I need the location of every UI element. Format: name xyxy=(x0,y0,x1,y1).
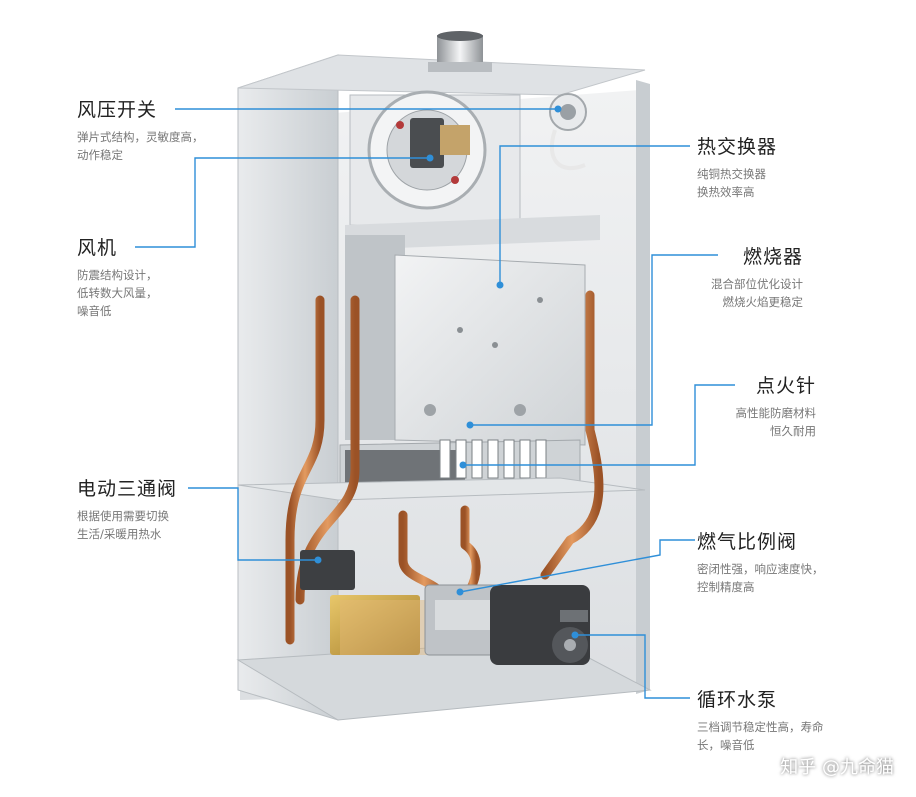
callout-igniter: 点火针 高性能防磨材料 恒久耐用 xyxy=(736,371,817,440)
callout-desc: 根据使用需要切换 生活/采暖用热水 xyxy=(77,509,169,541)
watermark: 知乎 @九命猫 xyxy=(780,757,894,778)
callout-desc: 防震结构设计， 低转数大风量， 噪音低 xyxy=(77,268,158,318)
callout-gas-valve: 燃气比例阀 密闭性强，响应速度快， 控制精度高 xyxy=(697,527,824,596)
callout-title: 点火针 xyxy=(755,375,816,397)
callout-title: 燃烧器 xyxy=(742,246,803,268)
callout-title: 燃气比例阀 xyxy=(697,531,798,553)
fan-housing-icon xyxy=(349,90,521,226)
callout-desc: 纯铜热交换器 换热效率高 xyxy=(697,167,766,199)
callout-burner: 燃烧器 混合部位优化设计 燃烧火焰更稳定 xyxy=(711,242,803,311)
leader-lines xyxy=(135,108,735,699)
callout-desc: 混合部位优化设计 燃烧火焰更稳定 xyxy=(711,277,803,309)
callout-title: 风机 xyxy=(77,237,118,259)
heat-exchanger-icon xyxy=(345,215,600,446)
callout-title: 电动三通阀 xyxy=(77,478,178,500)
callout-heat-exchanger: 热交换器 纯铜热交换器 换热效率高 xyxy=(697,132,777,201)
callout-desc: 弹片式结构，灵敏度高， 动作稳定 xyxy=(77,130,204,162)
callout-desc: 三档调节稳定性高，寿命 长，噪音低 xyxy=(697,720,824,752)
callout-desc: 密闭性强，响应速度快， 控制精度高 xyxy=(697,562,824,594)
flue-pipe-icon xyxy=(428,31,492,72)
callout-title: 风压开关 xyxy=(77,99,158,121)
callout-title: 循环水泵 xyxy=(697,689,778,711)
callout-fan: 风机 防震结构设计， 低转数大风量， 噪音低 xyxy=(77,233,158,320)
gas-valve-icon xyxy=(424,584,501,656)
callout-desc: 高性能防磨材料 恒久耐用 xyxy=(735,406,817,438)
air-pressure-switch-icon xyxy=(549,93,587,171)
callout-circulation-pump: 循环水泵 三档调节稳定性高，寿命 长，噪音低 xyxy=(697,685,824,754)
circulation-pump-icon xyxy=(490,585,590,665)
callout-air-pressure-switch: 风压开关 弹片式结构，灵敏度高， 动作稳定 xyxy=(77,95,204,164)
callout-three-way-valve: 电动三通阀 根据使用需要切换 生活/采暖用热水 xyxy=(77,474,177,543)
callout-title: 热交换器 xyxy=(697,136,778,158)
